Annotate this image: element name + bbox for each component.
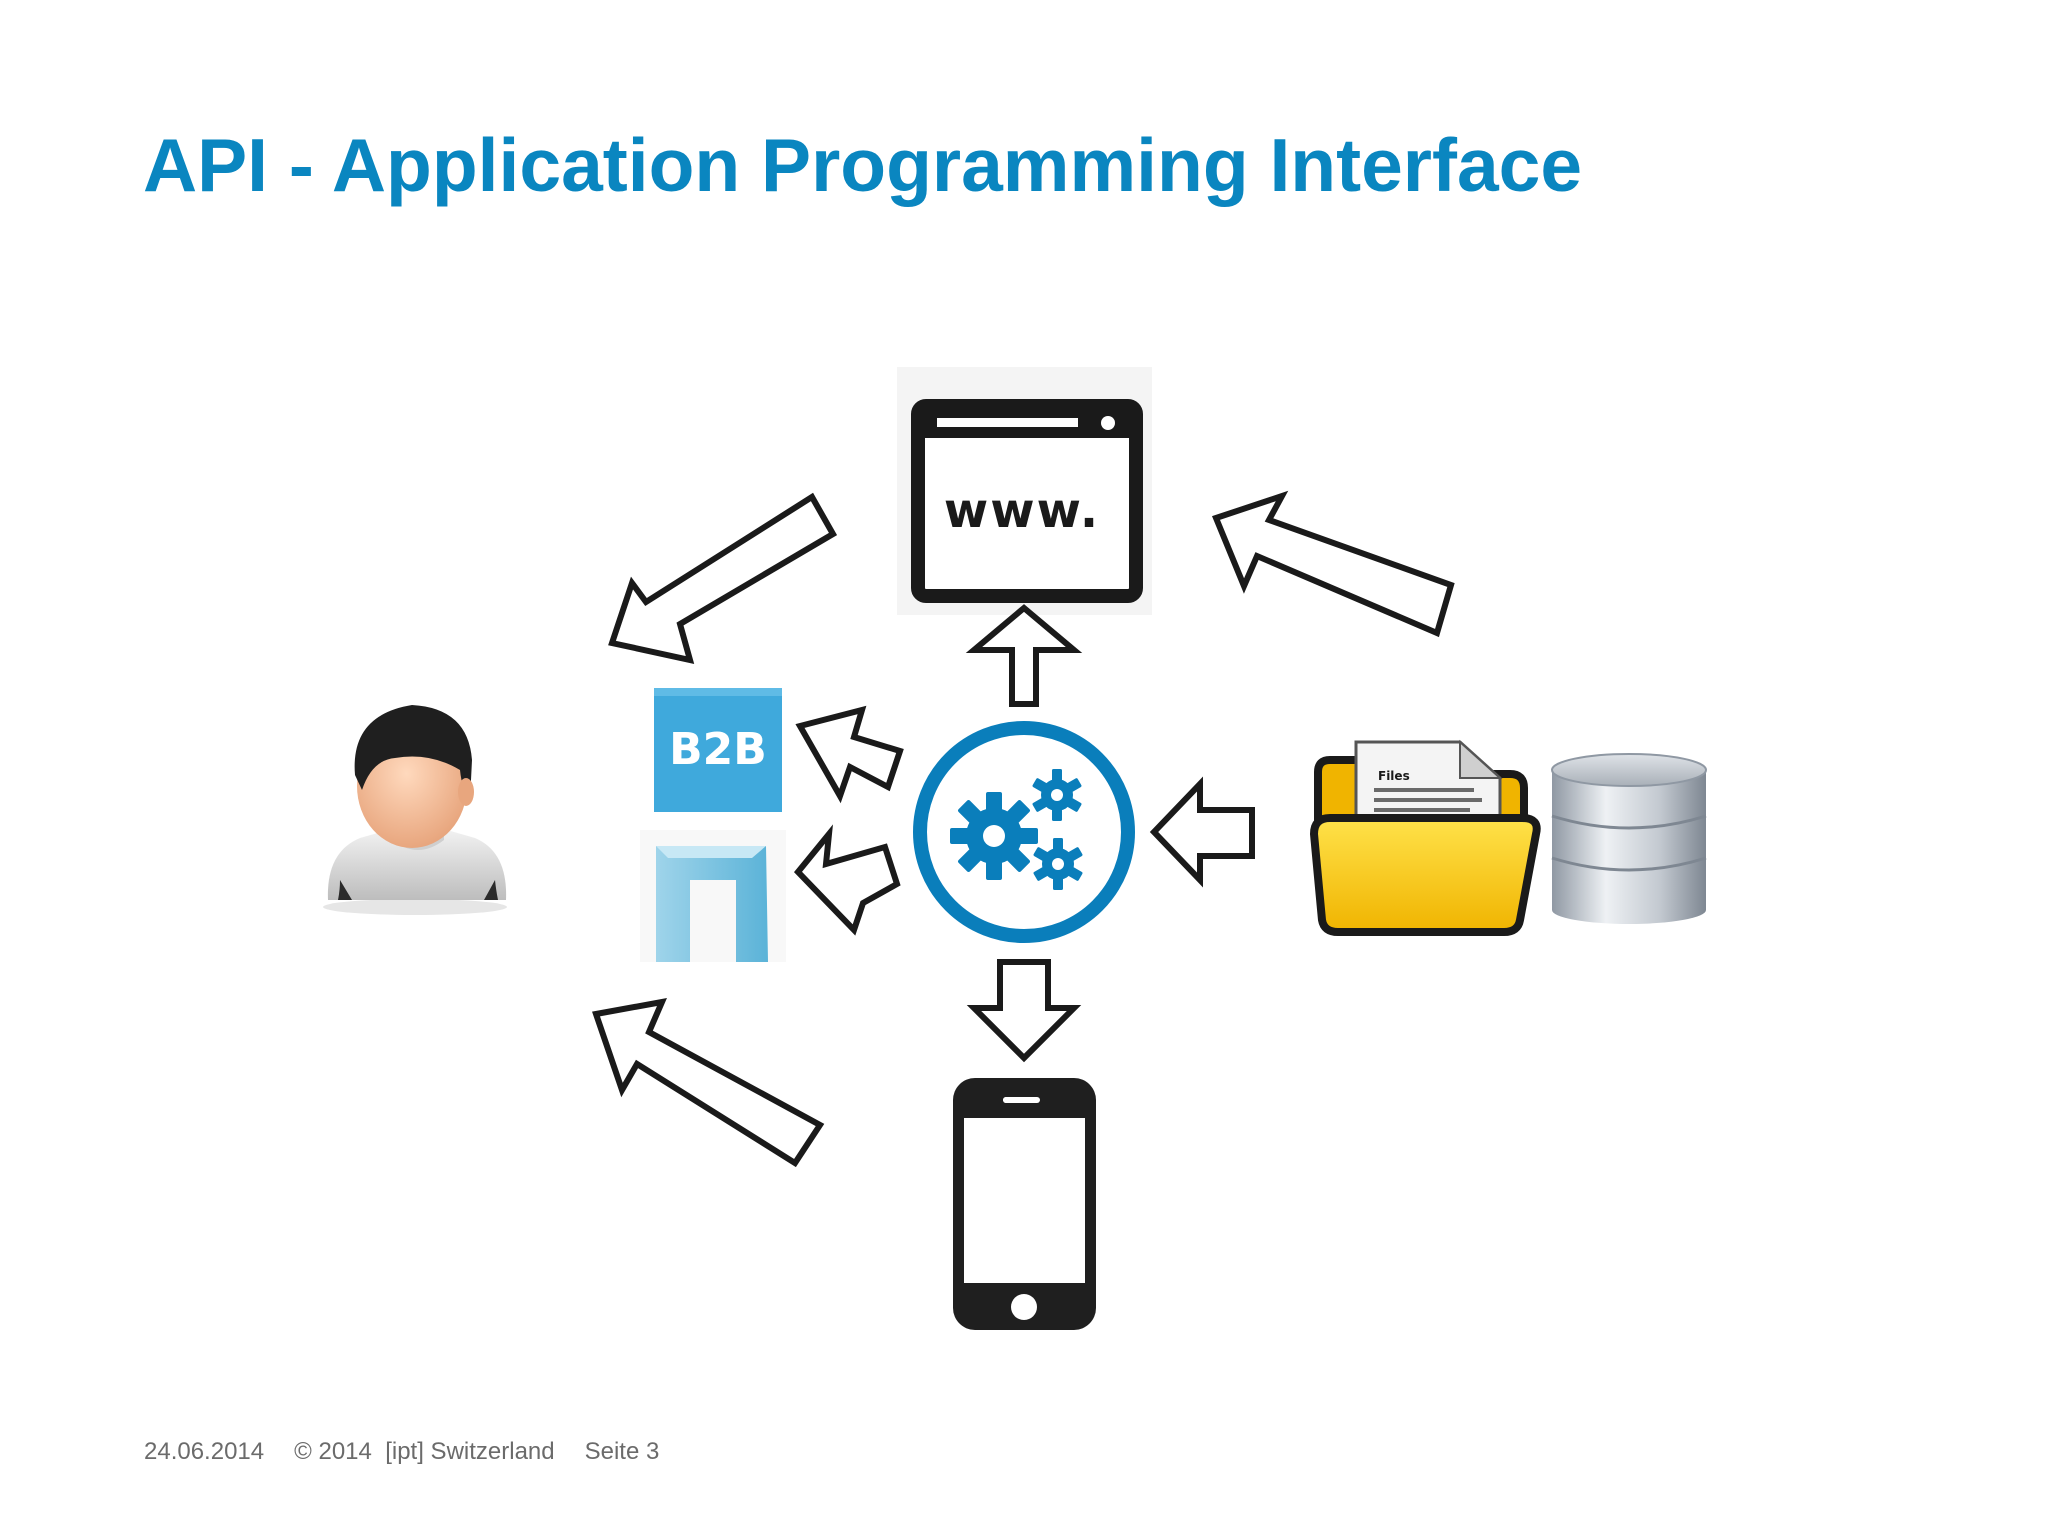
- arrow-api-to-mobile: [966, 959, 1082, 1063]
- footer-copyright: © 2014 [ipt] Switzerland: [294, 1438, 555, 1465]
- files-node: Files: [1309, 739, 1541, 936]
- api-node: [913, 721, 1135, 943]
- flow-arrows: [592, 490, 1455, 1168]
- database-icon: [1551, 753, 1707, 924]
- arrow-api-to-b2b: [795, 705, 904, 804]
- browser-window-icon: [911, 399, 1143, 603]
- b2b-label: B2B: [669, 724, 767, 775]
- b2b-node: B2B: [654, 688, 782, 812]
- mobile-node: [953, 1078, 1096, 1330]
- gears-circle-icon: [913, 721, 1135, 943]
- database-node: [1551, 753, 1707, 924]
- partner-node: [640, 830, 786, 962]
- arrow-website-to-user: [608, 492, 838, 664]
- arrow-files-to-api: [1149, 776, 1255, 888]
- files-label: Files: [1378, 769, 1410, 783]
- arrow-database-to-website: [1212, 490, 1455, 638]
- user-node: [323, 705, 507, 915]
- smartphone-icon: [953, 1078, 1096, 1330]
- website-node: www.: [897, 367, 1152, 615]
- footer-page-number: Seite 3: [584, 1438, 660, 1465]
- b2b-logo-icon: [654, 688, 782, 812]
- user-avatar-icon: [323, 705, 507, 915]
- www-label: www.: [944, 483, 1100, 539]
- partner-logo-icon: [640, 830, 786, 962]
- files-folder-icon: [1309, 739, 1541, 936]
- arrow-api-to-partner: [793, 824, 901, 936]
- arrow-api-to-website: [965, 604, 1083, 707]
- footer-date: 24.06.2014: [144, 1438, 265, 1465]
- arrow-mobile-to-user: [592, 998, 825, 1168]
- slide-title: API - Application Programming Interface: [143, 123, 1583, 207]
- slide-footer: 24.06.2014 © 2014 [ipt] Switzerland Seite …: [144, 1438, 689, 1466]
